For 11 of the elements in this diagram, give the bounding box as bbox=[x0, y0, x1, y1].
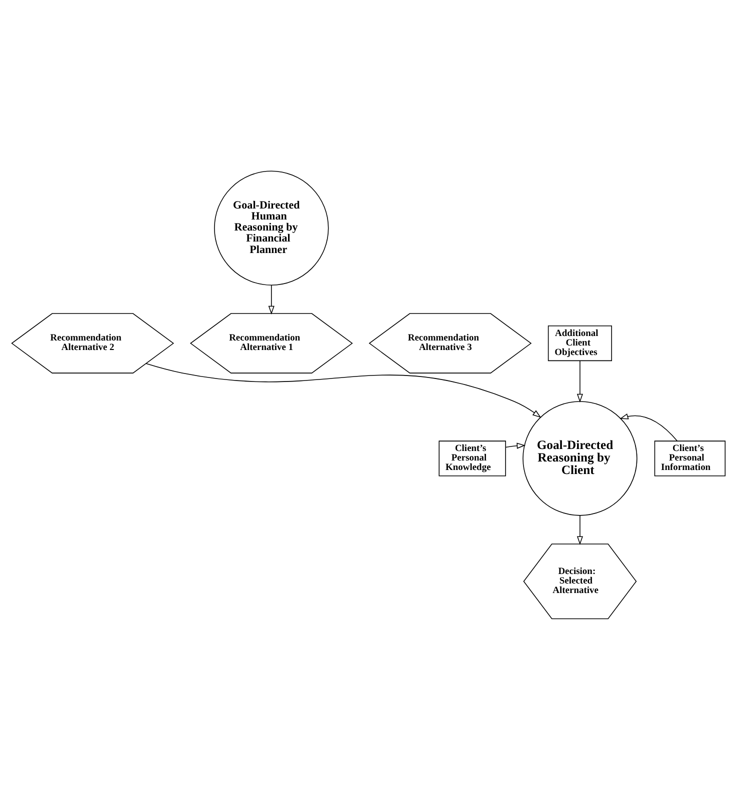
arrow bbox=[505, 442, 526, 449]
arrow bbox=[620, 413, 678, 442]
arrow bbox=[576, 515, 584, 545]
node-box: Additional Client Objectives bbox=[548, 326, 612, 362]
node-circle: Goal-Directed Reasoning by Client bbox=[522, 401, 638, 516]
arrow bbox=[268, 284, 274, 315]
arrow bbox=[146, 363, 542, 418]
node-circle: Goal-Directed Human Reasoning by Financial Planner bbox=[214, 170, 329, 286]
arrow bbox=[576, 360, 584, 403]
node-box: Client’s Personal Knowledge bbox=[438, 440, 506, 476]
node-box: Client’s Personal Information bbox=[654, 440, 726, 476]
